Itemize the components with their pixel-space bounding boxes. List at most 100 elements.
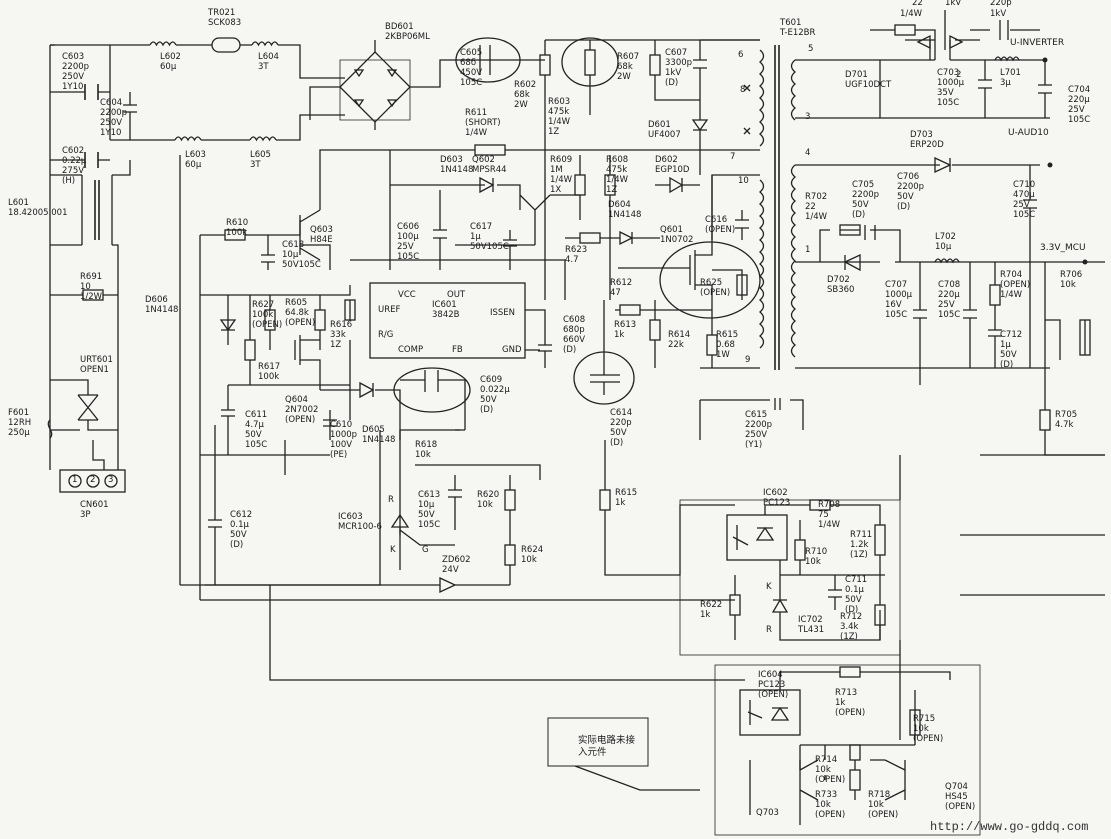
component-rating: 1/4W [818, 520, 841, 530]
component-value: (OPEN) [700, 288, 731, 298]
component-ref: R702 [805, 192, 828, 202]
component-value: 1k [700, 610, 711, 620]
component-rating: 25V [938, 300, 955, 310]
component-rating: (OPEN) [868, 810, 899, 820]
component-value: H84E [310, 235, 333, 245]
component-value: 475k [606, 165, 628, 175]
scr-protection [179, 155, 541, 594]
component-value: 1000μ [885, 290, 913, 300]
component-ref: C608 [563, 315, 586, 325]
component-ref: C708 [938, 280, 961, 290]
component-ref: D702 [827, 275, 850, 285]
transformer-pin: 5 [808, 44, 814, 54]
component-ref: D602 [655, 155, 678, 165]
component-rating: 1/4W [1000, 290, 1023, 300]
component-type: 105C [937, 98, 960, 108]
component-ref: R611 [465, 108, 488, 118]
component-rating: 1Z [330, 340, 342, 350]
component-value: 10k [805, 557, 821, 567]
component-rating: 50V105C [282, 260, 321, 270]
component-ref: R712 [840, 612, 863, 622]
component-ref: C615 [745, 410, 768, 420]
component-value: 4.7μ [245, 420, 264, 430]
component-value: 0.1μ [845, 585, 864, 595]
secondary-3v3-rail [795, 156, 1105, 456]
component-label-r625: R625(OPEN) [700, 278, 730, 298]
component-value: 2200p [100, 108, 128, 118]
component-rating: 1/4W [805, 212, 828, 222]
bridge-rectifier [309, 40, 545, 130]
component-ref: URT601 [80, 355, 113, 365]
top-partial-c_top_rating: 1kV [945, 0, 962, 8]
component-value: 2KBP06ML [385, 32, 430, 42]
component-value: 10k [477, 500, 493, 510]
pin-letter: G [422, 545, 429, 555]
component-value: 470μ [1013, 190, 1035, 200]
component-ref: CN601 [80, 500, 109, 510]
component-value: 3T [250, 160, 261, 170]
component-rating: 25V [397, 242, 414, 252]
ic601-pin-isen: ISSEN [490, 308, 516, 318]
component-type: 105C [938, 310, 961, 320]
component-type: (D) [480, 405, 494, 415]
component-rating: (OPEN) [815, 810, 846, 820]
component-value: 10k [913, 724, 929, 734]
component-value: T-E12BR [780, 28, 816, 38]
component-ref: C604 [100, 98, 123, 108]
component-ref: R733 [815, 790, 838, 800]
component-value: 10k [815, 765, 831, 775]
component-value: 0.68 [716, 340, 735, 350]
transformer-pin: 4 [805, 148, 811, 158]
component-value: 68б [460, 58, 477, 68]
component-ref: D603 [440, 155, 463, 165]
pin-letter: K [390, 545, 396, 555]
component-ref: C607 [665, 48, 688, 58]
pin-letter: R [388, 495, 394, 505]
net-label-u_audio: U-AUD10 [1008, 128, 1049, 138]
component-rating: 50V [480, 395, 497, 405]
component-ref: TR021 [208, 8, 236, 18]
component-rating: (1Z) [840, 632, 858, 642]
pin-letter: K [766, 582, 772, 592]
component-value: 47 [610, 288, 621, 298]
component-rating: 1W [716, 350, 730, 360]
pin-letter: R [766, 625, 772, 635]
note-text: 实际电路未接 入元件 [578, 735, 636, 758]
component-value: 3T [258, 62, 269, 72]
component-ref: R602 [514, 80, 537, 90]
component-rating: 50V [897, 192, 914, 202]
component-rating: 250V [745, 430, 768, 440]
watermark-url[interactable]: http://www.go-gddq.com [930, 820, 1089, 834]
component-value: 2N7002 [285, 405, 319, 415]
component-value: 220μ [1068, 95, 1090, 105]
component-type: (D) [610, 438, 624, 448]
component-type: 1Z [606, 185, 618, 195]
component-ref: C611 [245, 410, 268, 420]
component-value: 1k [614, 330, 625, 340]
component-value: 3300p [665, 58, 693, 68]
component-rating: 50V [230, 530, 247, 540]
